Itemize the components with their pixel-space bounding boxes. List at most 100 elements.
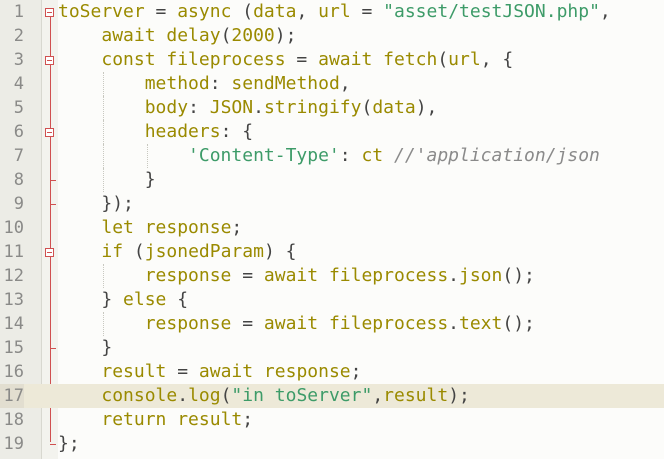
fold-toggle-icon[interactable] bbox=[45, 56, 54, 65]
code-line[interactable]: 3 const fileprocess = await fetch(url, { bbox=[0, 48, 664, 72]
indent-guide bbox=[103, 312, 105, 336]
code-token: return result bbox=[101, 409, 243, 430]
code-token bbox=[58, 361, 101, 382]
code-text[interactable]: return result; bbox=[58, 408, 253, 432]
code-line[interactable]: 6 headers: { bbox=[0, 120, 664, 144]
code-line[interactable]: 13 } else { bbox=[0, 288, 664, 312]
code-line[interactable]: 8 } bbox=[0, 168, 664, 192]
code-token: , bbox=[339, 73, 351, 94]
code-token: await delay bbox=[101, 25, 221, 46]
code-token: ) { bbox=[263, 241, 297, 262]
code-token: , bbox=[599, 1, 611, 22]
line-number: 8 bbox=[13, 170, 24, 190]
code-text[interactable]: }); bbox=[58, 192, 134, 216]
line-number: 4 bbox=[13, 74, 24, 94]
code-text[interactable]: }; bbox=[58, 432, 80, 456]
code-line[interactable]: 19}; bbox=[0, 432, 664, 456]
code-token: text bbox=[459, 313, 503, 334]
code-line[interactable]: 14 response = await fileprocess.text(); bbox=[0, 312, 664, 336]
code-text[interactable]: 'Content-Type': ct //'application/json bbox=[58, 144, 600, 168]
code-token: response bbox=[144, 265, 232, 286]
code-token: result bbox=[101, 361, 167, 382]
code-text[interactable]: response = await fileprocess.text(); bbox=[58, 312, 535, 336]
code-token: ); bbox=[448, 385, 470, 406]
code-token bbox=[58, 337, 101, 358]
indent-guide bbox=[103, 96, 105, 120]
code-token: await fetch bbox=[318, 49, 438, 70]
code-token: : bbox=[188, 97, 210, 118]
code-token: url bbox=[318, 1, 351, 22]
code-token: "in toServer" bbox=[231, 385, 373, 406]
indent-guide bbox=[146, 144, 149, 168]
code-token bbox=[58, 169, 145, 190]
code-line[interactable]: 10 let response; bbox=[0, 216, 664, 240]
code-line[interactable]: 9 }); bbox=[0, 192, 664, 216]
line-number: 5 bbox=[13, 98, 24, 118]
code-token bbox=[58, 217, 101, 238]
code-text[interactable]: toServer = async (data, url = "asset/tes… bbox=[58, 0, 611, 24]
code-text[interactable]: } bbox=[58, 336, 112, 360]
code-token bbox=[58, 241, 101, 262]
code-token: , bbox=[372, 385, 384, 406]
code-token: = bbox=[285, 49, 319, 70]
code-token bbox=[58, 121, 145, 142]
line-number: 19 bbox=[3, 434, 24, 454]
indent-guide bbox=[103, 120, 105, 144]
code-token bbox=[58, 145, 188, 166]
fold-toggle-icon[interactable] bbox=[45, 248, 54, 257]
code-token: : bbox=[209, 73, 232, 94]
code-token: }; bbox=[58, 433, 80, 454]
fold-end-marker bbox=[50, 204, 56, 205]
code-text[interactable]: const fileprocess = await fetch(url, { bbox=[58, 48, 513, 72]
code-line[interactable]: 11 if (jsonedParam) { bbox=[0, 240, 664, 264]
code-text[interactable]: await delay(2000); bbox=[58, 24, 296, 48]
code-token: ), bbox=[415, 97, 438, 118]
fold-end-marker bbox=[50, 348, 56, 349]
code-token: let response bbox=[101, 217, 232, 238]
code-text[interactable]: if (jsonedParam) { bbox=[58, 240, 296, 264]
code-token: await fileprocess bbox=[263, 313, 449, 334]
code-token: else bbox=[123, 289, 167, 310]
code-token: . bbox=[177, 385, 189, 406]
code-token: data bbox=[372, 97, 416, 118]
indent-guide bbox=[103, 264, 105, 288]
code-text[interactable]: let response; bbox=[58, 216, 242, 240]
code-token: headers bbox=[144, 121, 221, 142]
code-token: ( bbox=[361, 97, 373, 118]
fold-toggle-icon[interactable] bbox=[45, 128, 54, 137]
code-token: async bbox=[177, 1, 232, 22]
code-text[interactable]: } else { bbox=[58, 288, 188, 312]
code-token: ( bbox=[220, 385, 232, 406]
code-token: . bbox=[448, 313, 459, 334]
code-text[interactable]: } bbox=[58, 168, 156, 192]
code-token: : { bbox=[220, 121, 254, 142]
code-line[interactable]: 12 response = await fileprocess.json(); bbox=[0, 264, 664, 288]
code-text[interactable]: body: JSON.stringify(data), bbox=[58, 96, 438, 120]
code-text[interactable]: response = await fileprocess.json(); bbox=[58, 264, 535, 288]
code-line[interactable]: 7 'Content-Type': ct //'application/json bbox=[0, 144, 664, 168]
indent-guide bbox=[103, 72, 105, 96]
code-text[interactable]: headers: { bbox=[58, 120, 253, 144]
code-token: } bbox=[101, 289, 124, 310]
code-text[interactable]: result = await response; bbox=[58, 360, 361, 384]
code-line[interactable]: 2 await delay(2000); bbox=[0, 24, 664, 48]
code-line[interactable]: 15 } bbox=[0, 336, 664, 360]
code-token: (); bbox=[502, 313, 535, 334]
code-token: stringify bbox=[263, 97, 362, 118]
code-line[interactable]: 5 body: JSON.stringify(data), bbox=[0, 96, 664, 120]
line-number: 13 bbox=[3, 290, 24, 310]
code-token: JSON bbox=[209, 97, 254, 118]
line-number-gutter bbox=[0, 0, 42, 459]
code-line[interactable]: 4 method: sendMethod, bbox=[0, 72, 664, 96]
code-token: toServer bbox=[58, 1, 145, 22]
code-line[interactable]: 16 result = await response; bbox=[0, 360, 664, 384]
code-token: url bbox=[448, 49, 481, 70]
code-token: ct bbox=[361, 145, 384, 166]
code-line[interactable]: 17 console.log("in toServer",result); bbox=[0, 384, 664, 408]
code-text[interactable]: method: sendMethod, bbox=[58, 72, 351, 96]
code-text[interactable]: console.log("in toServer",result); bbox=[58, 384, 470, 408]
fold-toggle-icon[interactable] bbox=[45, 8, 54, 17]
code-line[interactable]: 18 return result; bbox=[0, 408, 664, 432]
